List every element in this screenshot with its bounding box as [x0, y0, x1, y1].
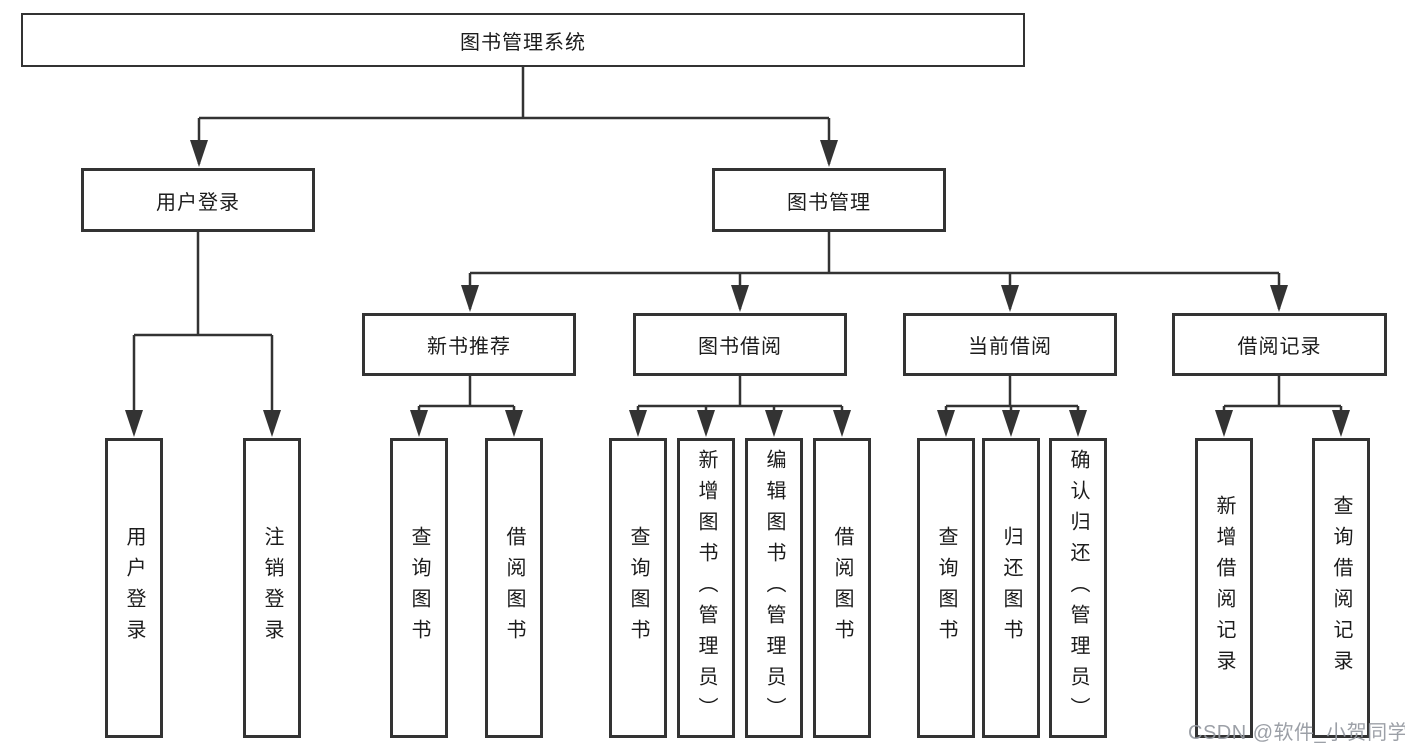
leaf-newbook-query-books: 查询图书	[390, 438, 448, 738]
leaf-borrow-query-books: 查询图书	[609, 438, 667, 738]
node-new-book-recommend: 新书推荐	[362, 313, 576, 376]
connector-strokes	[132, 66, 1343, 433]
leaf-records-add-record: 新增借阅记录	[1195, 438, 1253, 738]
leaf-current-confirm-return-admin: 确认归还（管理员）	[1049, 438, 1107, 738]
leaf-label: 查询图书	[935, 526, 957, 650]
leaf-records-query-record: 查询借阅记录	[1312, 438, 1370, 738]
leaf-label: 查询图书	[408, 526, 430, 650]
leaf-label: 新增图书（管理员）	[695, 448, 717, 728]
leaf-label: 编辑图书（管理员）	[763, 448, 785, 728]
leaf-label: 查询借阅记录	[1330, 495, 1352, 681]
leaf-label: 注销登录	[261, 526, 283, 650]
leaf-borrow-add-books-admin: 新增图书（管理员）	[677, 438, 735, 738]
leaf-label: 新增借阅记录	[1213, 495, 1235, 681]
leaf-current-query-books: 查询图书	[917, 438, 975, 738]
leaf-current-return-books: 归还图书	[982, 438, 1040, 738]
leaf-label: 借阅图书	[503, 526, 525, 650]
node-current-borrow: 当前借阅	[903, 313, 1117, 376]
leaf-newbook-borrow-books: 借阅图书	[485, 438, 543, 738]
leaf-label: 查询图书	[627, 526, 649, 650]
leaf-label: 用户登录	[123, 526, 145, 650]
csdn-watermark: CSDN @软件_小贺同学	[1188, 722, 1405, 744]
node-borrow-records: 借阅记录	[1172, 313, 1387, 376]
leaf-label: 借阅图书	[831, 526, 853, 650]
arrowhead-icons	[125, 140, 1350, 437]
node-user-login: 用户登录	[81, 168, 315, 232]
node-book-management: 图书管理	[712, 168, 946, 232]
leaf-label: 确认归还（管理员）	[1067, 448, 1089, 728]
leaf-user-login: 用户登录	[105, 438, 163, 738]
leaf-borrow-borrow-books: 借阅图书	[813, 438, 871, 738]
leaf-logout: 注销登录	[243, 438, 301, 738]
node-root-library-system: 图书管理系统	[21, 13, 1025, 67]
leaf-borrow-edit-books-admin: 编辑图书（管理员）	[745, 438, 803, 738]
leaf-label: 归还图书	[1000, 526, 1022, 650]
node-book-borrow: 图书借阅	[633, 313, 847, 376]
